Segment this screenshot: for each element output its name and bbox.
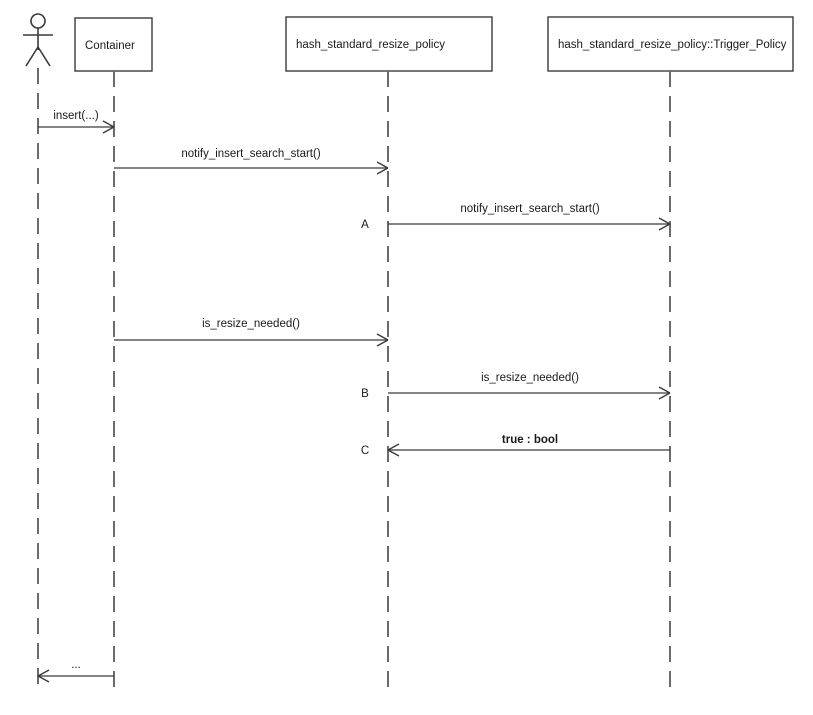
message-is-resize-2-arrowhead-icon: [658, 386, 671, 400]
message-return-arrowhead-icon: [387, 443, 400, 457]
participant-box-resize-policy[interactable]: hash_standard_resize_policy: [285, 16, 493, 72]
message-notify-insert-search-start-1[interactable]: notify_insert_search_start(): [114, 148, 389, 175]
message-notify-insert-search-start-2[interactable]: notify_insert_search_start(): [388, 203, 671, 231]
step-label-c: C: [361, 445, 369, 457]
step-label-a: A: [361, 219, 369, 231]
participant-box-resize-policy-rect: [285, 16, 493, 72]
actor-leg-right-icon: [37, 46, 51, 67]
message-is-resize-1-arrowhead-icon: [376, 333, 389, 347]
message-notify-2-arrowhead-icon: [658, 217, 671, 231]
actor-figure: [23, 13, 53, 67]
message-notify-2-label: notify_insert_search_start(): [460, 203, 600, 215]
participant-label-resize-policy: hash_standard_resize_policy: [296, 39, 445, 51]
participant-box-trigger-policy-rect: [547, 16, 794, 72]
actor-head-icon: [30, 13, 46, 29]
participant-label-trigger-policy: hash_standard_resize_policy::Trigger_Pol…: [558, 39, 787, 51]
participant-box-trigger-policy[interactable]: hash_standard_resize_policy::Trigger_Pol…: [547, 16, 794, 72]
message-return-label: true : bool: [502, 434, 558, 446]
message-insert-arrowhead-icon: [102, 120, 115, 134]
message-return-ellipsis-arrowhead-icon: [37, 669, 50, 683]
message-is-resize-needed-2[interactable]: is_resize_needed(): [388, 372, 671, 400]
message-insert-label: insert(...): [53, 110, 99, 122]
message-notify-1-label: notify_insert_search_start(): [181, 148, 321, 160]
participant-box-container[interactable]: Container: [74, 17, 153, 72]
message-insert[interactable]: insert(...): [38, 110, 115, 134]
message-is-resize-1-label: is_resize_needed(): [202, 318, 300, 330]
message-notify-1-arrowhead-icon: [376, 161, 389, 175]
message-return-ellipsis[interactable]: ...: [37, 659, 114, 683]
message-return-ellipsis-label: ...: [71, 659, 81, 671]
message-is-resize-2-label: is_resize_needed(): [481, 372, 579, 384]
actor-leg-left-icon: [25, 46, 39, 67]
participant-box-container-rect: [74, 17, 153, 72]
step-label-b: B: [361, 388, 369, 400]
message-is-resize-needed-1[interactable]: is_resize_needed(): [114, 318, 389, 347]
participant-label-container: Container: [85, 40, 135, 52]
message-return-true-bool[interactable]: true : bool: [387, 434, 670, 457]
